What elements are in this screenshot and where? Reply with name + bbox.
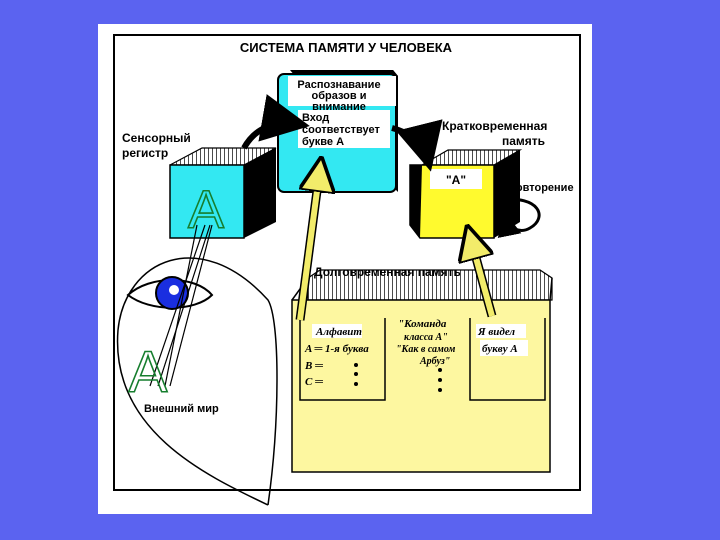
input-line-1: Вход <box>302 112 329 124</box>
recognition-line-1: Распознавание <box>297 79 380 91</box>
stm-content: "A" <box>446 173 466 187</box>
ltm-col1-row-3: C ═ <box>305 376 323 388</box>
stm-label-1: Кратковременная <box>442 119 547 133</box>
rehearsal-label: Повторение <box>508 182 574 194</box>
ltm-col2-line-3: "Как в самом <box>396 344 456 355</box>
ltm-col2-line-1: "Команда <box>398 318 447 330</box>
short-term-memory-box <box>409 149 523 239</box>
ltm-col1-row-2: B ═ <box>304 360 323 372</box>
diagram-title: СИСТЕМА ПАМЯТИ У ЧЕЛОВЕКА <box>240 40 453 55</box>
sensory-label-1: Сенсорный <box>122 131 191 145</box>
ltm-col1-header: Алфавит <box>315 326 362 338</box>
long-term-memory-box <box>291 269 553 473</box>
sensory-label-2: регистр <box>122 146 168 160</box>
diagram-frame <box>113 34 581 491</box>
stm-label-2: память <box>502 134 545 148</box>
eye-icon <box>126 276 214 310</box>
ltm-col1-row-1: A ═ 1-я буква <box>304 343 369 355</box>
input-line-3: букве А <box>302 136 344 148</box>
recognition-to-stm-arrow <box>391 119 443 172</box>
external-letter: A <box>129 340 168 405</box>
recognition-line-3: внимание <box>312 101 366 113</box>
vision-rays <box>149 224 213 387</box>
ltm-col2-line-4: Арбуз" <box>419 356 450 367</box>
ltm-col2-line-2: класса А" <box>404 332 448 343</box>
sensory-register-cube <box>169 147 277 239</box>
recognition-line-2: образов и <box>312 90 367 102</box>
ltm-label: Долговременная память <box>314 265 461 279</box>
ltm-col3-line-2: букву А <box>482 343 518 355</box>
external-world-curve <box>116 257 278 506</box>
external-world-label: Внешний мир <box>144 403 219 415</box>
sensory-letter: A <box>188 180 224 240</box>
ltm-stm-arrow <box>470 236 495 317</box>
ltm-col3-line-1: Я видел <box>477 326 515 338</box>
ltm-ellipsis-dots <box>354 363 442 392</box>
sensory-to-recognition-arrow <box>241 94 310 150</box>
input-line-2: соответствует <box>302 124 380 136</box>
curved-arrow-icon <box>497 197 541 239</box>
ltm-to-recognition-arrow <box>297 168 320 321</box>
